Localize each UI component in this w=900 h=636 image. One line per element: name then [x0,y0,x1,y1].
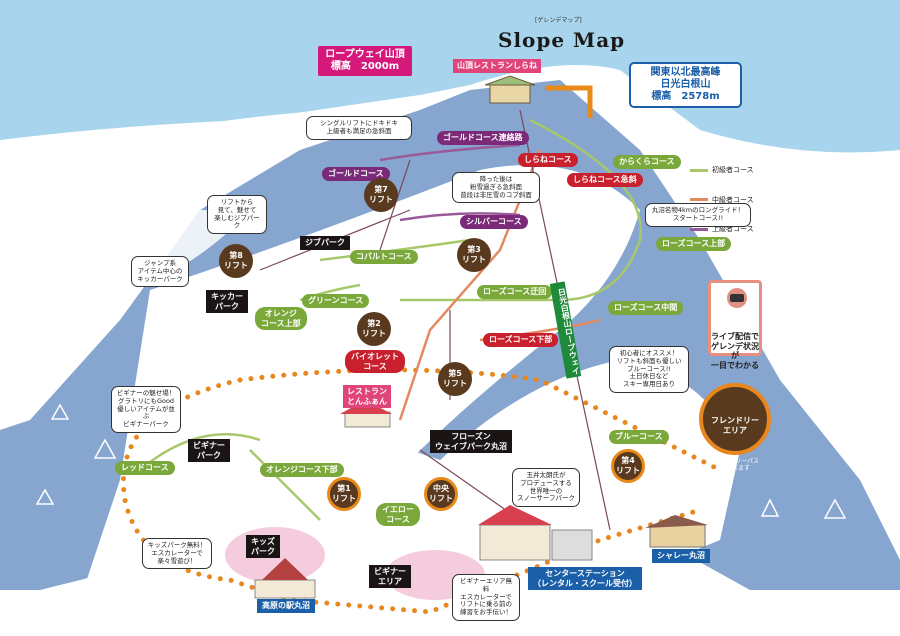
lift-5[interactable]: 第5 リフト [438,362,472,396]
course-karakura[interactable]: からくらコース [613,155,681,169]
callout-kicker-park: ジャンプ系 アイテム中心の キッカーパーク [131,256,189,288]
legend: 初級者コース 中級者コース 上級者コース [690,147,754,253]
summit-altitude: 標高 2000m [330,61,400,72]
lift-2[interactable]: 第2 リフト [357,312,391,346]
friendly-area-title: フレンドリー エリア [711,416,759,435]
lift-4[interactable]: 第4 リフト [611,449,645,483]
lift-1[interactable]: 第1 リフト [327,477,361,511]
park-kicker[interactable]: キッカー パーク [206,290,248,314]
summit-restaurant-building [484,75,536,104]
callout-beginner-area: ビギナーエリア無料 エスカレーターで リフトに乗る前の 練習をお手伝い！ [452,574,520,621]
lift-8[interactable]: 第8 リフト [219,244,253,278]
course-rose-detour[interactable]: ローズコース迂回 [477,285,553,299]
area-beginner[interactable]: ビギナー エリア [369,565,411,589]
course-rose-middle[interactable]: ローズコース中間 [608,301,684,315]
course-violet[interactable]: バイオレット コース [345,350,405,374]
callout-blue-course: 初心者にオススメ！ リフトも斜面も優しい ブルーコース!! 土日休日など スキー… [609,346,689,393]
friendly-area-subtitle: フレンドリーパス で遊べます [711,457,759,472]
map-subtitle: [ゲレンデマップ] [535,17,582,24]
park-frozen-wave[interactable]: フローズン ウェイブパーク丸沼 [430,430,512,454]
legend-swatch [690,198,708,202]
legend-item-advanced: 上級者コース [690,225,754,233]
lift-7[interactable]: 第7 リフト [364,178,398,212]
callout-long-ride: 丸沼名物4kmのロングライド！ スタートコース!! [645,203,751,227]
chalet-marunuma-label[interactable]: シャレー丸沼 [652,549,710,563]
restaurant-tonfan-label[interactable]: レストラン とんふぁん [343,385,391,409]
legend-swatch [690,168,708,172]
map-title: Slope Map [498,28,626,52]
park-jib[interactable]: ジブパーク [300,236,350,250]
course-cobalt[interactable]: コバルトコース [350,250,418,264]
kogen-station-building [254,558,316,599]
course-shirane[interactable]: しらねコース [518,153,578,167]
course-rose-upper[interactable]: ローズコース上部 [656,237,732,251]
park-kids[interactable]: キッズ パーク [246,535,280,559]
summit-restaurant-label[interactable]: 山頂レストランしらね [453,59,541,73]
nikko-shirane-peak-box: 関東以北最高峰 日光白根山 標高 2578m [629,62,742,108]
legend-swatch [690,227,708,231]
live-camera-box[interactable]: ライブ配信で ゲレンデ状況が 一目でわかる [708,280,762,370]
callout-kids-park: キッズパーク無料！ エスカレーターで 楽々雪遊び！ [142,538,212,570]
live-camera-text: ライブ配信で ゲレンデ状況が 一目でわかる [711,332,759,370]
legend-item-intermediate: 中級者コース [690,196,754,204]
course-gold-link[interactable]: ゴールドコース連絡路 [437,131,529,145]
summit-name: ロープウェイ山頂 [325,49,405,60]
callout-single-lift: シングルリフトにドキドキ 上級者も満足の急斜面 [306,116,412,140]
callout-powder: 降った後は 粉雪過ぎる急斜面 普段は非圧雪のコブ斜面 [452,172,540,204]
center-station-label[interactable]: センターステーション （レンタル・スクール受付） [528,567,642,591]
kogen-station-label[interactable]: 高原の駅丸沼 [257,599,315,613]
friendly-area-badge[interactable]: フレンドリー エリア フレンドリーパス で遊べます [699,383,771,472]
course-gold[interactable]: ゴールドコース [322,167,390,181]
callout-beginner-park: ビギナーの魅せ場！ グラトリにもGood 優しいアイテムが並ぶ ビギナーパーク [111,386,181,433]
callout-jib-park: リフトから 見て、魅せて 楽しむジブパーク [207,195,267,235]
course-orange-lower[interactable]: オレンジコース下部 [260,463,344,477]
course-silver[interactable]: シルバーコース [460,215,528,229]
lift-central[interactable]: 中央 リフト [424,477,458,511]
camera-icon [727,288,747,308]
course-shirane-steep[interactable]: しらねコース急斜 [567,173,643,187]
course-yellow[interactable]: イエロー コース [376,503,420,527]
park-beginner[interactable]: ビギナー パーク [188,439,230,463]
course-red[interactable]: レッドコース [115,461,175,475]
chalet-building [645,515,708,548]
course-orange-upper[interactable]: オレンジ コース上部 [255,307,307,331]
course-rose-lower[interactable]: ローズコース下部 [483,333,559,347]
course-green[interactable]: グリーンコース [302,294,370,308]
ropeway-summit-box: ロープウェイ山頂標高 2000m [318,46,412,76]
lift-3[interactable]: 第3 リフト [457,238,491,272]
callout-snow-surf: 玉井太朗氏が プロデュースする 世界唯一の スノーサーフパーク [512,468,580,508]
course-blue[interactable]: ブルーコース [609,430,669,444]
center-station-building [478,505,593,561]
legend-item-beginner: 初級者コース [690,166,754,174]
